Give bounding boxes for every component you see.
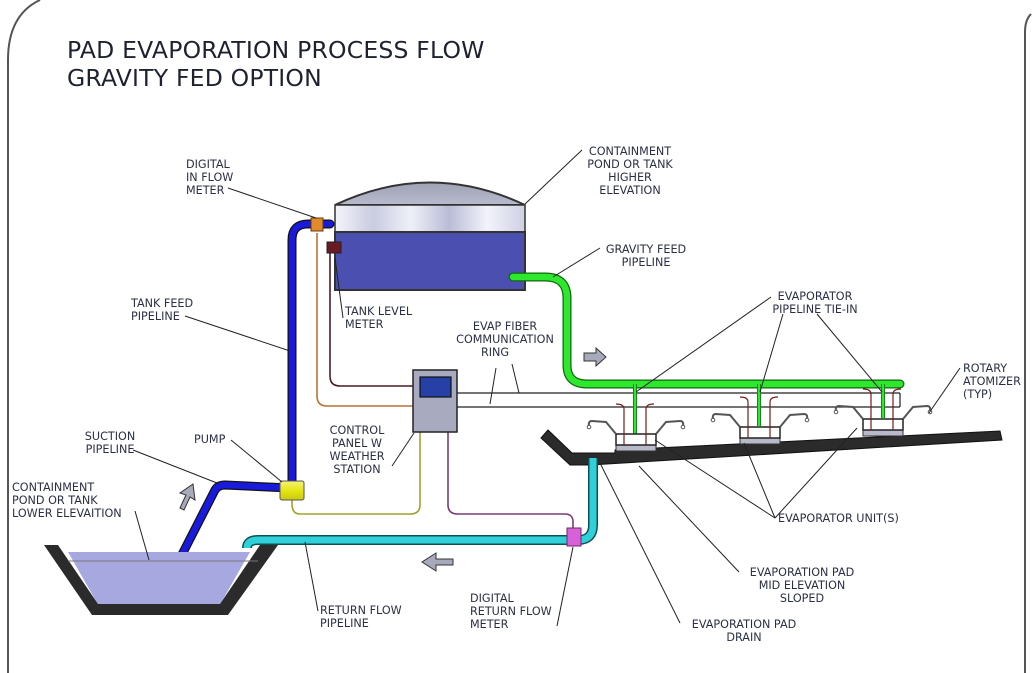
label-text: LOWER ELEVAITION [12, 507, 122, 520]
rotary-atomizer-icon [587, 419, 617, 435]
control-panel [412, 369, 458, 433]
digital-return-flow-meter [566, 527, 582, 547]
rotary-atomizer-icon [834, 404, 864, 420]
label-text: CONTROL [330, 424, 385, 437]
signal-wires [291, 233, 574, 530]
label-text: EVAPORATOR [778, 290, 853, 303]
label-control-panel: CONTROL PANEL W WEATHER STATION [329, 424, 385, 476]
label-text: POND OR TANK [12, 494, 98, 507]
label-return-flow-pipeline: RETURN FLOW PIPELINE [320, 604, 402, 630]
label-text: RETURN FLOW [470, 605, 552, 618]
upper-containment-tank [334, 181, 526, 291]
rotary-atomizer-icon [902, 404, 932, 420]
flow-arrow-right [583, 346, 607, 368]
label-text: TANK LEVEL [344, 305, 413, 318]
label-text: IN FLOW [186, 171, 233, 184]
label-suction-pipeline: SUCTION PIPELINE [85, 430, 135, 456]
evaporator-unit [833, 388, 933, 437]
label-text: DIGITAL [186, 158, 231, 171]
label-text: WEATHER [329, 450, 384, 463]
label-gravity-feed-pipeline: GRAVITY FEED PIPELINE [606, 243, 686, 269]
label-text: TANK FEED [130, 297, 193, 310]
label-evaporation-pad-drain: EVAPORATION PAD DRAIN [692, 618, 796, 644]
digital-in-flow-meter [310, 217, 324, 232]
label-text: METER [470, 618, 509, 631]
label-containment-high: CONTAINMENT POND OR TANK HIGHER ELEVATIO… [587, 145, 673, 197]
label-text: POND OR TANK [587, 158, 673, 171]
label-evaporator-units: EVAPORATOR UNIT(S) [778, 512, 899, 525]
label-text: DIGITAL [470, 592, 515, 605]
label-text: HIGHER [608, 171, 652, 184]
label-rotary-atomizer: ROTARY ATOMIZER (TYP) [963, 362, 1021, 401]
leader-lines [132, 149, 961, 627]
label-text: METER [345, 318, 384, 331]
evaporator-unit [710, 396, 810, 445]
label-text: ATOMIZER [963, 375, 1021, 388]
label-text: PIPELINE [131, 310, 180, 323]
label-text: MID ELEVATION [759, 579, 846, 592]
label-tank-feed-pipeline: TANK FEED PIPELINE [130, 297, 193, 323]
label-text: PIPELINE [86, 443, 135, 456]
label-text: SLOPED [780, 592, 824, 605]
label-text: (TYP) [963, 388, 992, 401]
lower-containment-pond [44, 545, 278, 615]
label-text: RING [481, 346, 509, 359]
label-text: PUMP [194, 433, 226, 446]
label-containment-low: CONTAINMENT POND OR TANK LOWER ELEVAITIO… [12, 481, 122, 520]
gravity-feed-pipeline [508, 272, 905, 434]
page-border [7, 0, 41, 673]
label-evaporator-pipeline-tie-in: EVAPORATOR PIPELINE TIE-IN [772, 290, 857, 316]
tank-feed-pipeline [165, 219, 335, 583]
label-text: CONTAINMENT [12, 481, 94, 494]
label-text: EVAPORATOR UNIT(S) [778, 512, 899, 525]
label-text: METER [186, 184, 225, 197]
label-text: DRAIN [726, 631, 761, 644]
tank-level-meter [326, 241, 342, 254]
rotary-atomizer-icon [711, 412, 741, 428]
diagram-title-line2: GRAVITY FED OPTION [67, 64, 322, 92]
label-text: EVAPORATION PAD [750, 566, 854, 579]
pump [279, 480, 305, 501]
evaporator-unit [586, 403, 686, 452]
label-text: PIPELINE [622, 256, 671, 269]
label-text: RETURN FLOW [320, 604, 402, 617]
rotary-atomizer-icon [655, 419, 685, 435]
label-text: ROTARY [963, 362, 1007, 375]
label-evaporation-pad-mid: EVAPORATION PAD MID ELEVATION SLOPED [750, 566, 854, 605]
label-text: PANEL W [332, 437, 382, 450]
label-text: GRAVITY FEED [606, 243, 686, 256]
label-digital-in-flow-meter: DIGITAL IN FLOW METER [186, 158, 233, 197]
diagram-title-line1: PAD EVAPORATION PROCESS FLOW [67, 36, 485, 64]
label-evap-fiber-ring: EVAP FIBER COMMUNICATION RING [456, 320, 554, 359]
evap-fiber-communication-ring [456, 392, 901, 408]
label-text: CONTAINMENT [589, 145, 671, 158]
evaporation-pad [540, 429, 1003, 466]
label-text: SUCTION [85, 430, 135, 443]
label-pump: PUMP [194, 433, 226, 446]
label-tank-level-meter: TANK LEVEL METER [344, 305, 413, 331]
label-text: ELEVATION [599, 184, 660, 197]
label-text: EVAPORATION PAD [692, 618, 796, 631]
page-border-right [1024, 13, 1032, 673]
label-text: PIPELINE [320, 617, 369, 630]
label-text: PIPELINE TIE-IN [772, 303, 857, 316]
flow-arrow-up [178, 483, 196, 511]
label-text: STATION [333, 463, 380, 476]
flow-arrow-left [421, 552, 454, 572]
label-digital-return-flow-meter: DIGITAL RETURN FLOW METER [470, 592, 552, 631]
rotary-atomizer-icon [779, 412, 809, 428]
label-text: EVAP FIBER [473, 320, 537, 333]
label-text: COMMUNICATION [456, 333, 554, 346]
